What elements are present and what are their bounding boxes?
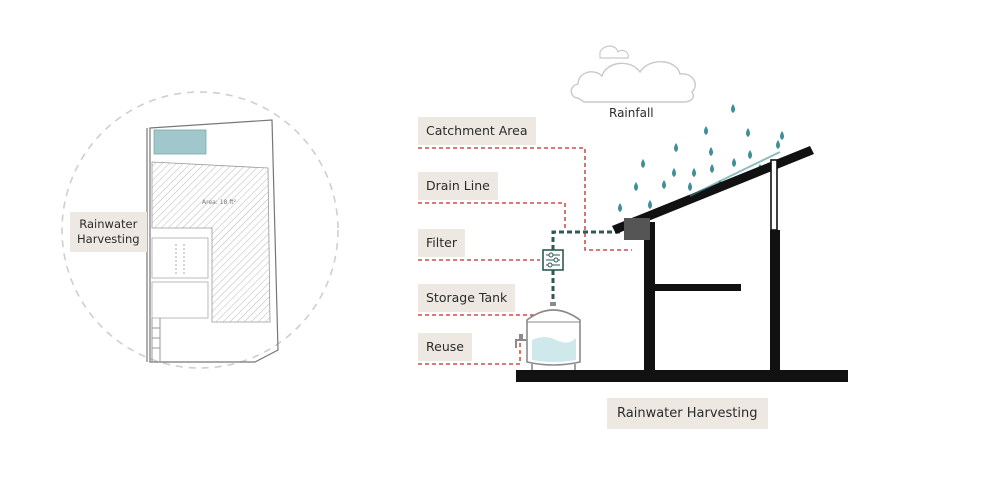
leader-reuse — [418, 342, 521, 365]
site-plan: Area: 18 ft² — [61, 91, 339, 369]
label-filter: Filter — [418, 229, 465, 257]
diagram-title: Rainwater Harvesting — [607, 398, 768, 429]
rain-drop-icon — [641, 159, 645, 168]
rain-drop-icon — [648, 200, 652, 209]
rain-drop-icon — [692, 168, 696, 177]
rain-drop-icon — [732, 158, 736, 167]
rain-drop-icon — [709, 147, 713, 156]
label-drain-line: Drain Line — [418, 172, 498, 200]
rainfall-label: Rainfall — [609, 106, 654, 120]
water-tank-icon — [526, 302, 581, 370]
faucet-icon — [515, 334, 527, 348]
site-plan-label: Rainwater Harvesting — [70, 212, 147, 252]
rain-drop-icon — [710, 164, 714, 173]
rain-drop-icon — [780, 131, 784, 140]
site-boundary — [149, 119, 279, 363]
label-reuse: Reuse — [418, 333, 472, 361]
leader-lines — [418, 147, 632, 365]
column-upper — [770, 159, 778, 231]
leader-drain — [418, 202, 566, 228]
label-catchment-area: Catchment Area — [418, 117, 536, 145]
ground-slab — [516, 370, 848, 382]
rain-drops — [618, 104, 784, 212]
rain-drop-icon — [634, 182, 638, 191]
label-storage-tank: Storage Tank — [418, 284, 516, 312]
rain-drop-icon — [674, 143, 678, 152]
cloud-icon — [570, 45, 696, 103]
catchment-highlight — [153, 129, 207, 155]
rain-drop-icon — [662, 180, 666, 189]
rain-drop-icon — [672, 168, 676, 177]
rain-drop-icon — [618, 203, 622, 212]
rain-drop-icon — [776, 140, 780, 149]
site-plan-circle — [61, 91, 339, 369]
filter-icon — [542, 249, 564, 271]
left-wall — [644, 222, 655, 372]
leader-catchment — [418, 147, 632, 251]
rain-drop-icon — [748, 150, 752, 159]
gutter — [624, 218, 650, 240]
right-wall — [770, 230, 780, 372]
rain-drop-icon — [731, 104, 735, 113]
tank-water — [532, 337, 576, 362]
rain-drop-icon — [688, 182, 692, 191]
built-area-hatch — [151, 161, 271, 323]
drain-pipe — [551, 230, 620, 302]
rain-drop-icon — [704, 126, 708, 135]
house-structure — [516, 146, 848, 382]
rain-drop-icon — [746, 128, 750, 137]
floor-beam — [655, 284, 741, 291]
roof — [612, 146, 814, 234]
site-area-text: Area: 18 ft² — [202, 199, 237, 206]
